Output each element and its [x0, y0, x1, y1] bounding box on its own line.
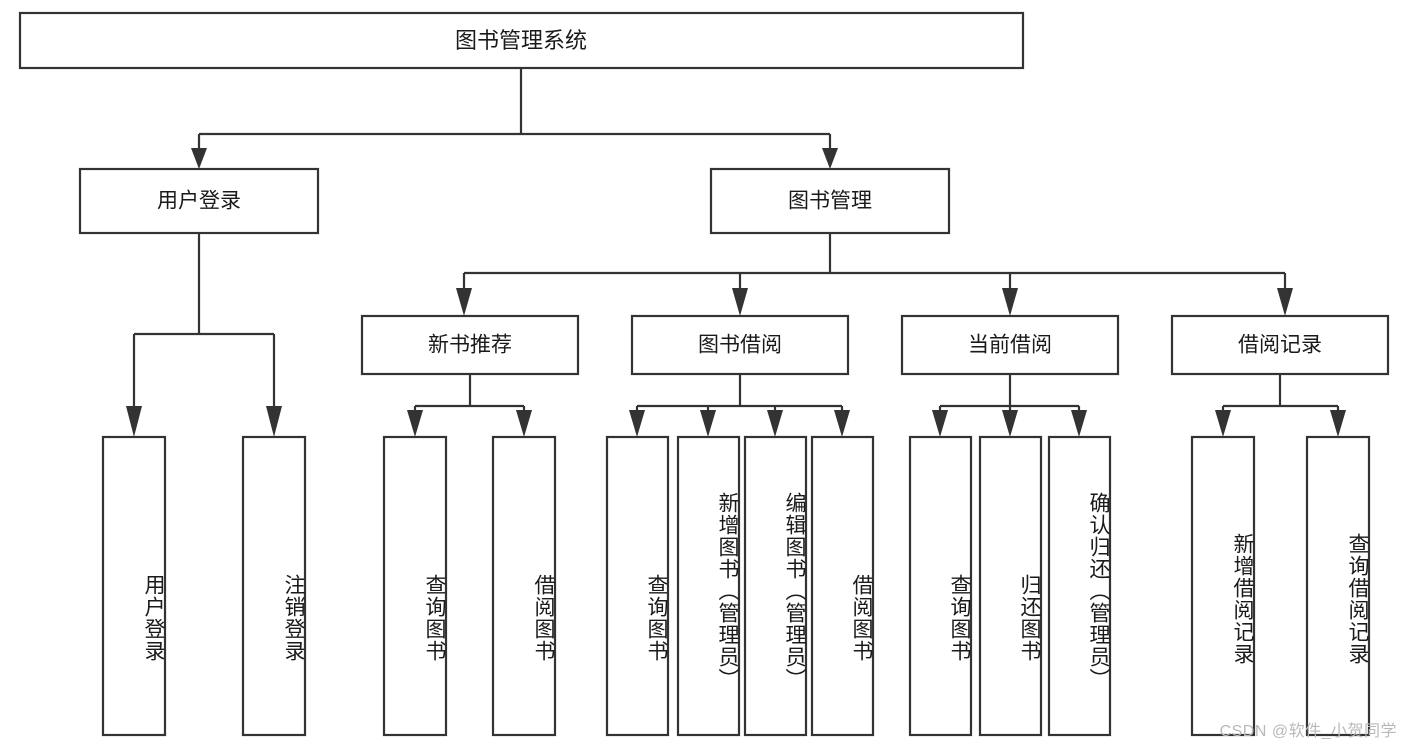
arrow-head-current-borrow — [1002, 288, 1018, 316]
node-current-borrow-box[interactable] — [900, 314, 1120, 376]
connector-group-current-borrow — [932, 374, 1087, 437]
arrow-head-leaf-br-1 — [1215, 410, 1231, 437]
leaf-box-nbr-1[interactable] — [382, 435, 448, 737]
leaf-group-book-borrow — [605, 435, 875, 737]
connector-group-new-book-recommend — [407, 374, 532, 437]
node-new-book-recommend-box[interactable] — [360, 314, 580, 376]
leaf-group-new-book-recommend — [382, 435, 557, 737]
leaf-group-borrow-records — [1190, 435, 1371, 737]
leaf-group-current-borrow — [908, 435, 1112, 737]
arrow-head-user-login — [191, 148, 207, 169]
leaf-box-bb-1[interactable] — [605, 435, 670, 737]
arrow-head-book-borrow — [732, 288, 748, 316]
arrow-head-leaf-bb-2 — [700, 410, 716, 437]
arrow-head-leaf-cb-1 — [932, 410, 948, 437]
leaf-box-user-login-2[interactable] — [241, 435, 307, 737]
leaf-box-bb-4[interactable] — [810, 435, 875, 737]
leaf-box-br-1[interactable] — [1190, 435, 1256, 737]
node-book-borrow-label: 图书借阅 — [698, 334, 782, 357]
leaf-box-br-2[interactable] — [1305, 435, 1371, 737]
node-user-login-box[interactable] — [78, 167, 320, 235]
node-book-management-label: 图书管理 — [788, 190, 872, 213]
node-root-system-label: 图书管理系统 — [455, 28, 587, 53]
node-book-borrow[interactable]: 图书借阅 — [630, 314, 850, 376]
arrow-head-leaf-cb-3 — [1071, 410, 1087, 437]
leaf-box-bb-3[interactable] — [743, 435, 808, 737]
arrow-head-leaf-bb-3 — [767, 410, 783, 437]
node-current-borrow-label: 当前借阅 — [968, 334, 1052, 357]
connector-group-borrow-records — [1215, 374, 1346, 437]
node-root-system-box[interactable] — [18, 11, 1025, 70]
connector-group-user-login — [126, 233, 282, 437]
node-root-system[interactable]: 图书管理系统 — [18, 11, 1025, 70]
node-new-book-recommend[interactable]: 新书推荐 — [360, 314, 580, 376]
arrow-head-leaf-cb-2 — [1002, 410, 1018, 437]
arrow-head-leaf-bb-4 — [834, 410, 850, 437]
node-new-book-recommend-label: 新书推荐 — [428, 334, 512, 357]
node-user-login[interactable]: 用户登录 — [78, 167, 320, 235]
arrow-head-borrow-records — [1277, 288, 1293, 316]
leaf-box-cb-1[interactable] — [908, 435, 973, 737]
leaf-group-user-login — [101, 435, 307, 737]
arrow-head-leaf-bb-1 — [629, 410, 645, 437]
connector-group-book-mgmt — [456, 233, 1293, 316]
leaf-box-bb-2[interactable] — [676, 435, 741, 737]
node-borrow-records-label: 借阅记录 — [1238, 334, 1322, 357]
arrow-head-leaf-nbr-1 — [407, 410, 423, 437]
node-book-management[interactable]: 图书管理 — [709, 167, 951, 235]
arrow-head-book-mgmt — [822, 148, 838, 169]
leaf-box-cb-2[interactable] — [978, 435, 1043, 737]
arrow-head-leaf-br-2 — [1330, 410, 1346, 437]
arrow-head-leaf-nbr-2 — [516, 410, 532, 437]
arrow-head-leaf-user-login-2 — [266, 406, 282, 437]
connector-group-book-borrow — [629, 374, 850, 437]
node-book-management-box[interactable] — [709, 167, 951, 235]
leaf-box-nbr-2[interactable] — [491, 435, 557, 737]
arrow-head-leaf-user-login-1 — [126, 406, 142, 437]
arrow-head-new-book-recommend — [456, 288, 472, 316]
node-user-login-label: 用户登录 — [157, 190, 241, 213]
node-book-borrow-box[interactable] — [630, 314, 850, 376]
leaf-box-cb-3[interactable] — [1047, 435, 1112, 737]
node-borrow-records[interactable]: 借阅记录 — [1170, 314, 1390, 376]
connector-group-root — [191, 68, 838, 169]
node-borrow-records-box[interactable] — [1170, 314, 1390, 376]
node-current-borrow[interactable]: 当前借阅 — [900, 314, 1120, 376]
leaf-box-user-login-1[interactable] — [101, 435, 167, 737]
csdn-watermark: CSDN @软件_小贺同学 — [1219, 723, 1397, 740]
